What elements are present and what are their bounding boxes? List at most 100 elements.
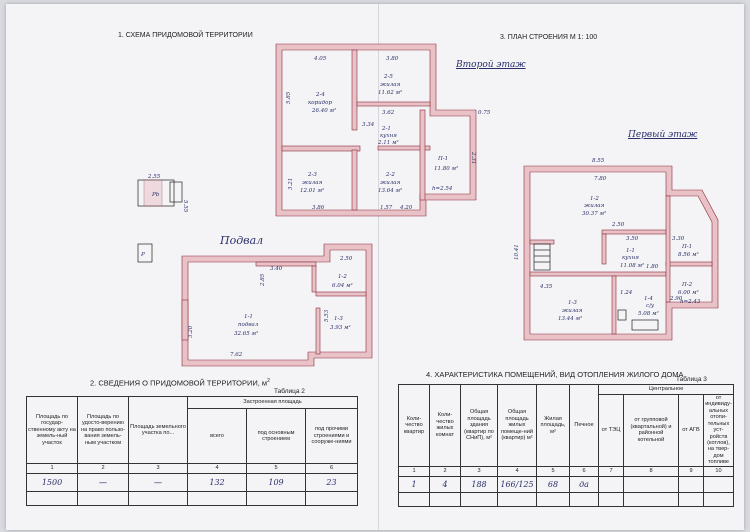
t3-n3: 3 — [460, 465, 498, 477]
t3-h8: от групповой (квартальной) и районной ко… — [623, 394, 679, 467]
ff-room-1-3-name: жилая — [562, 308, 583, 314]
t2-v5: 109 — [246, 473, 306, 492]
document-sheet: 1. СХЕМА ПРИДОМОВОЙ ТЕРРИТОРИИ 3. ПЛАН С… — [6, 4, 744, 530]
sf-dim-8: 1.57 — [380, 205, 393, 211]
t3-v10 — [703, 475, 734, 493]
ff-dim-3: 10.41 — [514, 244, 520, 260]
t3-v6: да — [569, 475, 599, 493]
sf-dim-7: 3.34 — [362, 122, 375, 128]
sf-room-2-3: 2-3 — [307, 172, 317, 178]
ff-dim-7: 4.35 — [539, 284, 553, 290]
t3-n8: 8 — [623, 465, 679, 477]
ff-height: h=2.43 — [680, 299, 701, 305]
sf-room-2-5: 2-5 — [383, 74, 393, 80]
heading-territory-info-text: 2. СВЕДЕНИЯ О ПРИДОМОВОЙ ТЕРРИТОРИИ, м — [90, 378, 268, 388]
t3-v7 — [598, 475, 624, 493]
t2-v3: — — [128, 473, 188, 492]
sf-room-2-4-name: коридор — [308, 100, 332, 106]
t3-v9 — [678, 475, 704, 493]
t3-v1: 1 — [398, 475, 430, 493]
t3-n4: 4 — [497, 465, 537, 477]
t2-n6: 6 — [305, 463, 358, 474]
t3-n1: 1 — [398, 465, 430, 477]
t3-n7: 7 — [598, 465, 624, 477]
t2-n1: 1 — [26, 463, 78, 474]
t2-h6: под прочими строениями и сооруже-ниями — [305, 408, 358, 464]
sf-room-2-2-area: 13.64 м² — [378, 187, 402, 194]
ff-room-1-2-area: 30.37 м² — [582, 210, 606, 217]
sf-room-p1-area: 11.80 м² — [434, 165, 458, 172]
b-room-1-3: 1-3 — [334, 316, 343, 322]
t3-h9: от АГВ — [678, 394, 704, 467]
t3-n2: 2 — [429, 465, 461, 477]
label-first-floor: Первый этаж — [628, 130, 698, 140]
heading-sup: 2 — [267, 378, 270, 384]
t2-h4: всего — [187, 408, 247, 464]
label-basement: Подвал — [220, 234, 264, 247]
sf-height: h=2.54 — [432, 186, 453, 192]
b-room-1-1-name: подвал — [238, 322, 259, 328]
t3-v2: 4 — [429, 475, 461, 493]
sf-dim-10: 0.75 — [478, 110, 491, 116]
site-label-r: Р — [140, 252, 145, 258]
heading-rooms-heating: 4. ХАРАКТЕРИСТИКА ПОМЕЩЕНИЙ, ВИД ОТОПЛЕН… — [426, 370, 684, 379]
sf-room-p1: П-1 — [437, 156, 448, 162]
sf-room-2-2-name: жилая — [380, 180, 401, 186]
sf-dim-3: 5.85 — [286, 91, 292, 104]
t2-n2: 2 — [77, 463, 129, 474]
t2-n4: 4 — [187, 463, 247, 474]
sf-room-2-1-area: 2.11 м² — [377, 139, 399, 146]
b-dim-3: 2.85 — [260, 273, 266, 287]
ff-room-1-1-name: кухня — [622, 255, 639, 261]
ff-room-1-3: 1-3 — [568, 300, 577, 306]
b-room-1-1-area: 32.65 м² — [234, 330, 258, 337]
floor-plans: 2.55 5.55 Рb Р 4.05 3.80 5.85 3.21 3.86 … — [137, 43, 719, 367]
table2-label: Таблица 2 — [274, 388, 305, 395]
ff-dim-8: 3.30 — [672, 236, 685, 242]
t2-h5: под основным строением — [246, 408, 306, 464]
t3-h5: Жилая площадь, м² — [536, 384, 570, 467]
b-dim-1: 3.40 — [270, 266, 283, 272]
b-dim-4: 5.53 — [324, 309, 330, 322]
t2-n5: 5 — [246, 463, 306, 474]
heading-site-scheme: 1. СХЕМА ПРИДОМОВОЙ ТЕРРИТОРИИ — [118, 32, 253, 39]
ff-room-1-4-area: 5.08 м² — [638, 310, 659, 317]
site-dim-1: 2.55 — [147, 174, 161, 180]
table3-label: Таблица 3 — [676, 376, 707, 383]
sf-dim-11: 2.31 — [470, 151, 476, 164]
b-room-1-3-area: 3.93 м² — [330, 324, 351, 331]
ff-dim-4: 2.50 — [611, 222, 625, 228]
sf-room-2-4: 2-4 — [315, 92, 325, 98]
sf-room-2-2: 2-2 — [385, 172, 395, 178]
sf-room-2-3-name: жилая — [302, 180, 323, 186]
t3-h6: Печное — [569, 384, 599, 467]
second-floor-plan: 4.05 3.80 5.85 3.21 3.86 3.62 3.34 1.57 … — [275, 43, 491, 217]
t3-v8 — [623, 475, 679, 493]
sf-dim-9: 4.20 — [399, 205, 413, 211]
ff-room-1-4-name: с/у — [646, 303, 655, 309]
sf-room-2-3-area: 12.01 м² — [300, 187, 324, 194]
ff-room-1-3-area: 13.44 м² — [558, 315, 582, 322]
heading-building-plan: 3. ПЛАН СТРОЕНИЯ М 1: 100 — [500, 34, 598, 41]
sf-room-2-1: 2-1 — [381, 126, 391, 132]
t2-v6: 23 — [305, 473, 358, 492]
t3-h10: от индивиду-альных отопи-тельных уст-рой… — [703, 394, 734, 467]
t3-h7: от ТЭЦ — [598, 394, 624, 467]
site-label-rb: Рb — [151, 192, 160, 198]
t3-n6: 6 — [569, 465, 599, 477]
ff-room-1-1: 1-1 — [626, 248, 635, 254]
table-territory: Площадь по государ-ственному акту на зем… — [26, 395, 358, 506]
t2-v1: 1500 — [26, 473, 78, 492]
t3-n10: 10 — [703, 465, 734, 477]
b-room-1-2-area: 6.04 м² — [332, 282, 353, 289]
ff-dim-1: 8.55 — [592, 158, 605, 164]
t3-h1: Коли-чество квартир — [398, 384, 430, 467]
ff-room-p2-area: 6.00 м² — [678, 289, 699, 296]
site-scheme: 2.55 5.55 Рb Р — [137, 174, 188, 263]
basement-plan: 3.40 2.50 2.85 5.53 7.62 3.20 1-1 подвал… — [181, 243, 373, 367]
ff-dim-6: 1.80 — [646, 264, 659, 270]
t3-v4: 166/125 — [497, 475, 537, 493]
t2-v4: 132 — [187, 473, 247, 492]
ff-dim-10: 2.90 — [669, 296, 683, 302]
t3-n5: 5 — [536, 465, 570, 477]
